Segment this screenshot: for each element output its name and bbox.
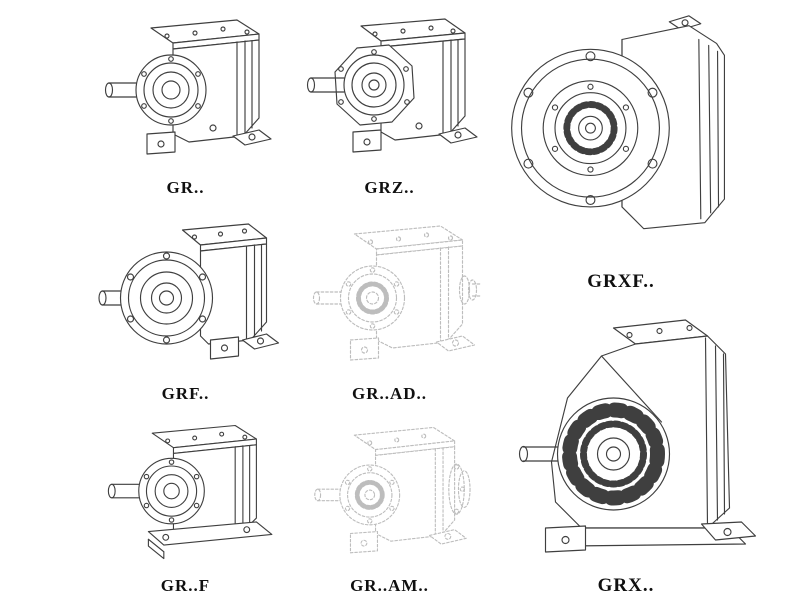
grz-gearbox-drawing	[306, 18, 478, 153]
figure-gram: GR..AM..	[292, 410, 487, 598]
gr-gearbox-drawing	[104, 19, 272, 155]
figure-label-grz: GRZ..	[364, 178, 415, 197]
figure-grad: GR..AD..	[292, 204, 487, 406]
gram-gearbox-drawing	[313, 426, 471, 554]
figure-grfoot: GR..F	[88, 410, 283, 598]
figure-grx: GRX..	[492, 298, 760, 598]
figure-label-gram: GR..AM..	[350, 576, 429, 595]
figure-label-grx: GRX..	[597, 575, 655, 596]
figure-label-grfoot: GR..F	[160, 576, 211, 595]
figure-label-grxf: GRXF..	[587, 271, 655, 292]
grf-gearbox-drawing	[98, 223, 280, 360]
grfoot-gearbox-drawing	[107, 424, 272, 560]
figure-gr: GR..	[88, 2, 283, 200]
figure-grf: GRF..	[88, 204, 283, 406]
grxf-gearbox-drawing	[510, 15, 725, 230]
figure-label-grad: GR..AD..	[351, 384, 428, 403]
figure-grxf: GRXF..	[492, 2, 750, 294]
grx-gearbox-drawing	[518, 319, 757, 553]
figure-grz: GRZ..	[292, 2, 487, 200]
figure-label-grf: GRF..	[161, 384, 210, 403]
figure-label-gr: GR..	[166, 178, 205, 197]
grad-gearbox-drawing	[312, 225, 483, 361]
